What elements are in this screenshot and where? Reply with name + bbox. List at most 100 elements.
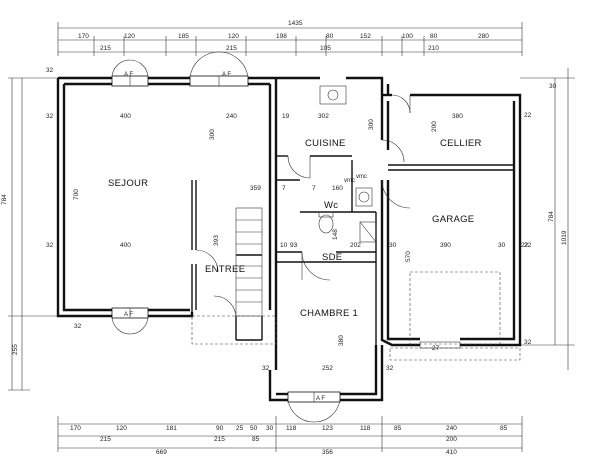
- dim-bottom: 215: [100, 436, 111, 443]
- doors: [195, 94, 411, 319]
- dim-interior: 10: [280, 242, 288, 249]
- dim-left: 32: [46, 242, 54, 249]
- dim-bottom: 118: [360, 425, 371, 432]
- room-label-sejour: SEJOUR: [108, 178, 148, 189]
- dim-top: 120: [228, 33, 239, 40]
- window-label: A F: [124, 312, 133, 318]
- dim-bottom: 85: [500, 425, 508, 432]
- dim-bottom: 200: [446, 436, 457, 443]
- dim-interior: 202: [350, 242, 361, 249]
- dim-right: 784: [548, 211, 555, 222]
- dim-interior: 300: [368, 119, 375, 130]
- shower: [359, 221, 377, 243]
- interior-walls: [191, 155, 514, 345]
- window-bottom-left: A F: [111, 307, 149, 335]
- dim-interior: 252: [322, 365, 333, 372]
- vmc-label: vmc: [356, 174, 367, 180]
- dim-top: 170: [78, 33, 89, 40]
- dim-left: 255: [12, 344, 19, 355]
- dim-interior: 30: [498, 242, 506, 249]
- dim-interior: 160: [332, 185, 343, 192]
- room-label-chambre1: CHAMBRE 1: [300, 308, 358, 319]
- dim-interior: 380: [452, 113, 463, 120]
- dim-top: 120: [124, 33, 135, 40]
- wc-toilet: [318, 211, 334, 234]
- dim-interior: 7: [312, 185, 316, 192]
- vmc-label: vmc: [344, 178, 355, 184]
- dim-top: 80: [326, 33, 334, 40]
- room-label-entree: ENTREE: [205, 264, 245, 275]
- dim-bottom: 669: [156, 449, 167, 456]
- dim-interior: 19: [282, 113, 290, 120]
- dim-bottom: 30: [266, 425, 274, 432]
- dim-interior: 32: [386, 365, 394, 372]
- dim-interior: 27: [432, 345, 440, 352]
- dim-top: 100: [402, 33, 413, 40]
- dim-interior: 32: [262, 365, 270, 372]
- dim-left: 32: [46, 113, 54, 120]
- dim-interior: 240: [226, 113, 237, 120]
- dim-bottom: 25: [236, 425, 244, 432]
- dim-bottom: 90: [216, 425, 224, 432]
- window-label: A F: [124, 72, 133, 78]
- dim-right: 30: [549, 83, 557, 90]
- dim-bottom: 240: [446, 425, 457, 432]
- room-label-cellier: CELLIER: [440, 138, 482, 149]
- dim-top: 215: [226, 45, 237, 52]
- dim-bottom: 356: [322, 449, 333, 456]
- dim-top: 105: [320, 45, 331, 52]
- dim-interior: 390: [440, 242, 451, 249]
- dim-interior: 93: [290, 242, 298, 249]
- dim-top: 185: [178, 33, 189, 40]
- dim-bottom: 120: [116, 425, 127, 432]
- dim-interior: 359: [250, 185, 261, 192]
- window-bottom-mid: A F: [287, 391, 341, 423]
- dim-top: 280: [478, 33, 489, 40]
- kitchen-sink: [319, 85, 347, 105]
- dim-interior: 7: [282, 185, 286, 192]
- dim-interior: 393: [213, 235, 220, 246]
- window-top-left: A F: [111, 59, 149, 87]
- dim-right: 32: [524, 339, 532, 346]
- room-label-wc: Wc: [324, 200, 338, 211]
- room-label-sde: SDE: [322, 252, 342, 263]
- dim-interior: 32: [74, 323, 82, 330]
- dim-bottom: 118: [286, 425, 297, 432]
- dim-interior: 30: [389, 242, 397, 249]
- staircase: [235, 207, 263, 317]
- dim-bottom: 170: [70, 425, 81, 432]
- dim-interior: 400: [120, 113, 131, 120]
- dim-bottom: 123: [322, 425, 333, 432]
- dim-right: 1019: [561, 230, 568, 245]
- dim-interior: 570: [405, 251, 412, 262]
- dim-interior: 22: [521, 242, 529, 249]
- dim-interior: 380: [338, 335, 345, 346]
- dim-right: 22: [524, 112, 532, 119]
- dim-overall-top: 1435: [288, 20, 303, 27]
- washbasin: [355, 187, 373, 207]
- right-dimension-lines: 30 784 1019 22 22 32: [520, 68, 575, 370]
- dim-top: 80: [430, 33, 438, 40]
- dim-interior: 200: [431, 121, 438, 132]
- exterior-walls: [56, 76, 522, 402]
- dim-bottom: 50: [250, 425, 258, 432]
- dim-bottom: 85: [394, 425, 402, 432]
- window-top-mid: A F: [189, 51, 249, 87]
- dim-top: 215: [100, 45, 111, 52]
- window-label: A F: [316, 396, 325, 402]
- bottom-dimension-lines: 170 120 181 90 25 50 30 118 123 118 85 2…: [57, 416, 523, 456]
- room-label-cuisine: CUISINE: [305, 138, 346, 149]
- dim-bottom: 410: [446, 449, 457, 456]
- dim-bottom: 181: [166, 425, 177, 432]
- dim-top: 198: [276, 33, 287, 40]
- dim-overall-left: 784: [1, 194, 8, 205]
- dim-interior: 300: [209, 129, 216, 140]
- dim-left: 700: [73, 189, 80, 200]
- garage-door: [419, 341, 461, 349]
- dim-interior: 400: [120, 242, 131, 249]
- dim-interior: 148: [332, 229, 339, 240]
- interior-dimensions: 400 240 400 300 302 19 300 380 200 390 5…: [74, 113, 529, 372]
- left-dimension-lines: 784 255 32 32 32 700: [1, 67, 80, 391]
- top-dimension-lines: 1435 170 120 185 120 198 80 152 100 80 2…: [57, 20, 523, 56]
